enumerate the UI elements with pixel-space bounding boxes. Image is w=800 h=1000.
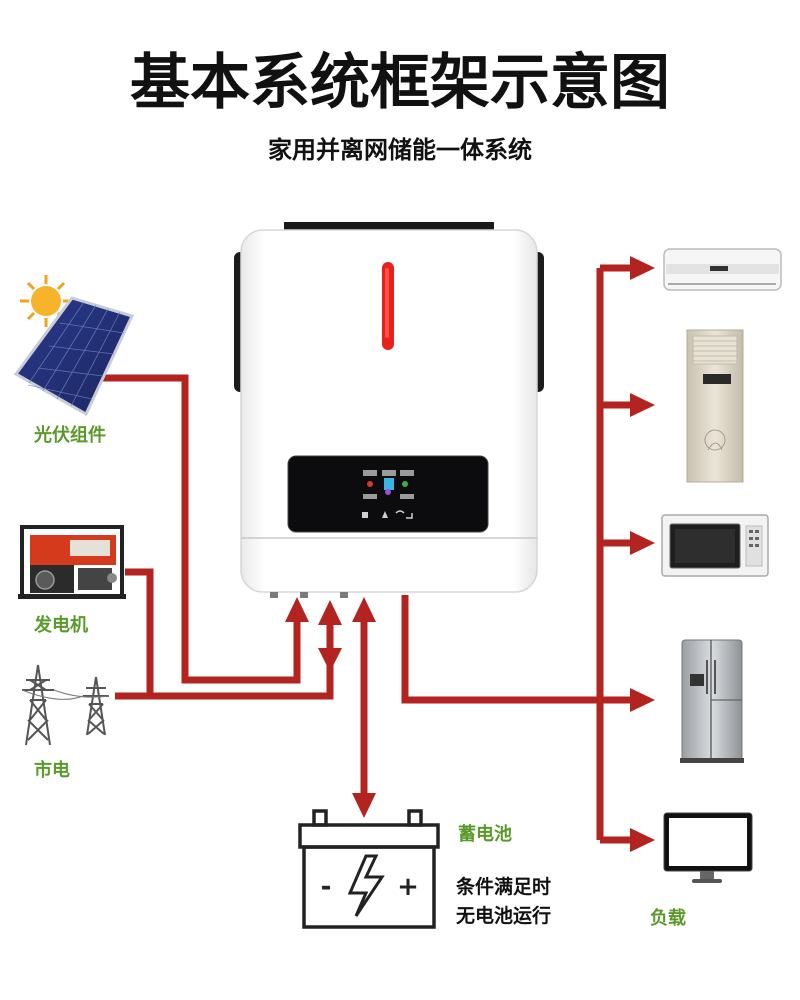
battery-up-arrowhead: [352, 597, 376, 622]
inverter-screen-icons: [362, 470, 414, 519]
load-arrowhead-monitor: [630, 828, 655, 852]
grid-label: 市电: [34, 759, 70, 781]
battery-icon: [298, 809, 440, 929]
load-arrowhead-stand-ac: [630, 393, 655, 417]
lightning-icon: [347, 854, 385, 917]
generator-label: 发电机: [33, 614, 88, 636]
refrigerator-icon: [680, 639, 744, 763]
inverter: [234, 222, 544, 598]
battery-minus: -: [321, 872, 332, 902]
load-arrowhead-ac: [630, 256, 655, 280]
microwave-icon: [661, 514, 769, 577]
grid-towers-image: [21, 664, 110, 746]
load-arrowhead-microwave: [630, 531, 655, 555]
connection-lines: [100, 264, 632, 844]
pv-connection-line: [100, 374, 301, 684]
solar-panel-image: [13, 275, 135, 417]
power-tower-icon: [83, 676, 109, 736]
monitor-icon: [663, 812, 753, 883]
battery-down-arrowhead: [352, 793, 376, 818]
pv-arrowhead: [285, 597, 309, 622]
generator-arrowhead: [318, 600, 342, 625]
battery-label: 蓄电池: [458, 823, 512, 845]
inverter-down-arrowhead: [318, 648, 342, 672]
standing-air-conditioner-icon: [686, 329, 744, 483]
page-subtitle: 家用并离网储能一体系统: [268, 136, 532, 164]
battery-note-line2: 无电池运行: [456, 904, 551, 927]
sun-icon: [20, 275, 72, 327]
load-arrowhead-fridge: [630, 688, 655, 712]
generator-image: [18, 525, 126, 599]
power-tower-icon: [22, 664, 54, 746]
load-connection-line: [401, 595, 600, 704]
loads-label: 负载: [650, 907, 686, 929]
air-conditioner-icon: [663, 248, 782, 291]
page-title: 基本系统框架示意图: [130, 48, 670, 118]
pv-label: 光伏组件: [33, 424, 106, 446]
arrowheads: [285, 256, 655, 852]
battery-plus: +: [397, 872, 419, 902]
battery-note-line1: 条件满足时: [456, 875, 551, 898]
